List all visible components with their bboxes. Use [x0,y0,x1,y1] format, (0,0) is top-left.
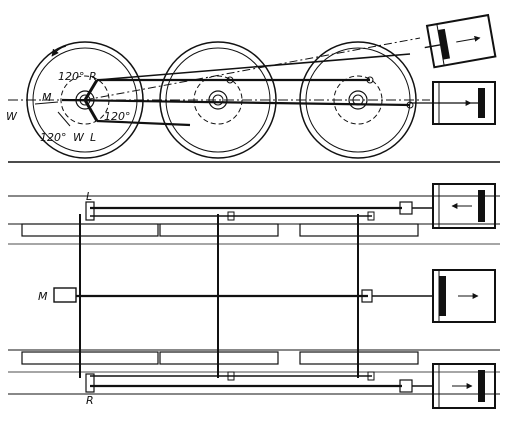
plan-cylinder-middle [372,269,496,323]
side-elevation: 120° R M 120° W 120° W L [6,13,500,163]
plan-label-r: R [86,394,94,407]
coupled-wheel-middle [159,41,277,159]
inclined-cylinder [424,13,497,69]
label-angle-right: 120° [104,110,131,123]
plan-label-m: M [38,290,48,303]
rotation-arrow [51,45,67,57]
plan-label-l: L [86,190,92,203]
coupled-wheel-rear [299,41,417,159]
connecting-rod-upper [96,53,411,81]
label-crank-l: L [90,131,96,144]
crank-arm-r [83,79,99,101]
plan-cylinder-left [412,183,496,229]
connecting-rod-outside [96,119,191,127]
plan-cylinder-right [412,363,496,409]
outside-cylinder-side [410,81,496,125]
label-weight-bottom: W [73,131,85,144]
label-crank-m: M [42,91,52,104]
connecting-rod-inside [61,98,411,107]
piston-path [84,37,421,101]
plan-view: L M R [8,183,500,409]
driving-wheel: 120° R M 120° W 120° W L [6,41,144,159]
label-crank-r: R [89,70,97,83]
crank-arm-l [83,99,99,122]
label-angle-bottom: 120° [40,131,67,144]
label-angle-top: 120° [58,70,85,83]
label-weight-left: W [6,110,18,123]
